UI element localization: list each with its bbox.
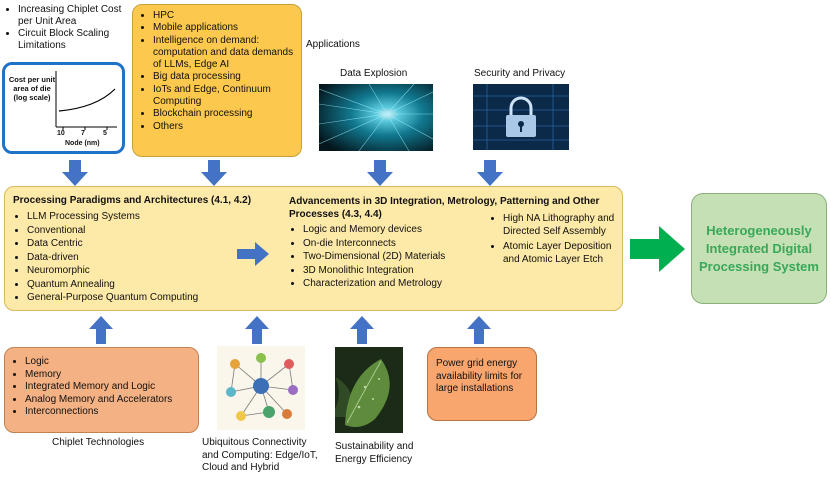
lock-shackle (509, 96, 533, 116)
application-item: Others (153, 121, 297, 133)
data-explosion-label: Data Explosion (340, 68, 408, 79)
arrow-down-icon (367, 160, 393, 186)
cost-chart-ylabel: Cost per unit area of die (log scale) (8, 75, 56, 102)
cost-chart-plot (55, 71, 117, 130)
applications-box: HPC Mobile applications Intelligence on … (132, 4, 302, 157)
arrow-right-icon (237, 242, 269, 266)
chiplet-item: Memory (25, 369, 192, 382)
paradigm-item: Data Centric (27, 238, 257, 251)
connectivity-network-image (217, 346, 305, 430)
paradigms-list: LLM Processing Systems Conventional Data… (13, 211, 257, 305)
advancement-item: High NA Lithography and Directed Self As… (503, 213, 627, 238)
arrow-up-icon (350, 316, 374, 344)
paradigm-item: LLM Processing Systems (27, 211, 257, 224)
chiplet-item: Logic (25, 356, 192, 369)
advancements-list-left: Logic and Memory devices On-die Intercon… (289, 224, 503, 291)
chiplet-list: Logic Memory Integrated Memory and Logic… (11, 356, 192, 419)
driver-item: Circuit Block Scaling Limitations (18, 28, 138, 52)
sustainability-label: Sustainability and Energy Efficiency (335, 441, 414, 465)
drivers-list: Increasing Chiplet Cost per Unit Area Ci… (4, 4, 138, 52)
advancement-item: Atomic Layer Deposition and Atomic Layer… (503, 241, 627, 266)
paradigm-item: Conventional (27, 225, 257, 238)
sustainability-leaf-image (335, 347, 403, 433)
output-box: Heterogeneously Integrated Digital Proce… (691, 193, 827, 304)
advancement-item: Characterization and Metrology (303, 278, 503, 291)
chiplet-item: Integrated Memory and Logic (25, 381, 192, 394)
arrow-up-icon (245, 316, 269, 344)
power-grid-text: Power grid energy availability limits fo… (436, 358, 523, 394)
paradigms-title: Processing Paradigms and Architectures (… (13, 195, 252, 206)
leaf (345, 359, 390, 427)
paradigm-item: Neuromorphic (27, 265, 257, 278)
application-item: IoTs and Edge, Continuum Computing (153, 84, 297, 109)
chiplet-box: Logic Memory Integrated Memory and Logic… (4, 347, 199, 433)
application-item: Blockchain processing (153, 108, 297, 120)
advancements-list-right: High NA Lithography and Directed Self As… (489, 213, 627, 266)
application-item: Intelligence on demand: computation and … (153, 35, 297, 72)
paradigm-item: Quantum Annealing (27, 279, 257, 292)
chiplet-label: Chiplet Technologies (52, 437, 145, 448)
driver-item: Increasing Chiplet Cost per Unit Area (18, 4, 138, 28)
arrow-down-icon (62, 160, 88, 186)
cost-curve (58, 88, 116, 112)
connectivity-label: Ubiquitous Connectivity and Computing: E… (202, 437, 318, 473)
power-grid-box: Power grid energy availability limits fo… (427, 347, 537, 421)
advancement-item: Logic and Memory devices (303, 224, 503, 237)
application-item: Big data processing (153, 71, 297, 83)
cost-chart-box: Cost per unit area of die (log scale) 10… (2, 62, 125, 154)
chiplet-item: Interconnections (25, 406, 192, 419)
advancements-title: Advancements in 3D Integration, Metrolog… (289, 196, 600, 220)
advancement-item: 3D Monolithic Integration (303, 265, 503, 278)
applications-list: HPC Mobile applications Intelligence on … (139, 10, 297, 133)
security-label: Security and Privacy (474, 68, 566, 79)
output-label: Heterogeneously Integrated Digital Proce… (699, 222, 819, 274)
applications-title: Applications (306, 39, 360, 50)
application-item: Mobile applications (153, 22, 297, 34)
center-box: Processing Paradigms and Architectures (… (4, 186, 623, 311)
paradigm-item: Data-driven (27, 252, 257, 265)
security-lock-image (473, 84, 569, 150)
arrow-up-icon (89, 316, 113, 344)
arrow-down-icon (477, 160, 503, 186)
cost-chart-tick: 10 (57, 130, 65, 137)
output-arrow-icon (630, 226, 685, 272)
cost-chart-xlabel: Node (nm) (65, 140, 100, 147)
data-explosion-image (319, 84, 433, 151)
chiplet-item: Analog Memory and Accelerators (25, 394, 192, 407)
arrow-down-icon (201, 160, 227, 186)
advancement-item: On-die Interconnects (303, 238, 503, 251)
application-item: HPC (153, 10, 297, 22)
paradigm-item: General-Purpose Quantum Computing (27, 292, 257, 305)
arrow-up-icon (467, 316, 491, 344)
cost-chart-tick: 7 (81, 130, 85, 137)
cost-chart-tick: 5 (103, 130, 107, 137)
advancement-item: Two-Dimensional (2D) Materials (303, 251, 503, 264)
